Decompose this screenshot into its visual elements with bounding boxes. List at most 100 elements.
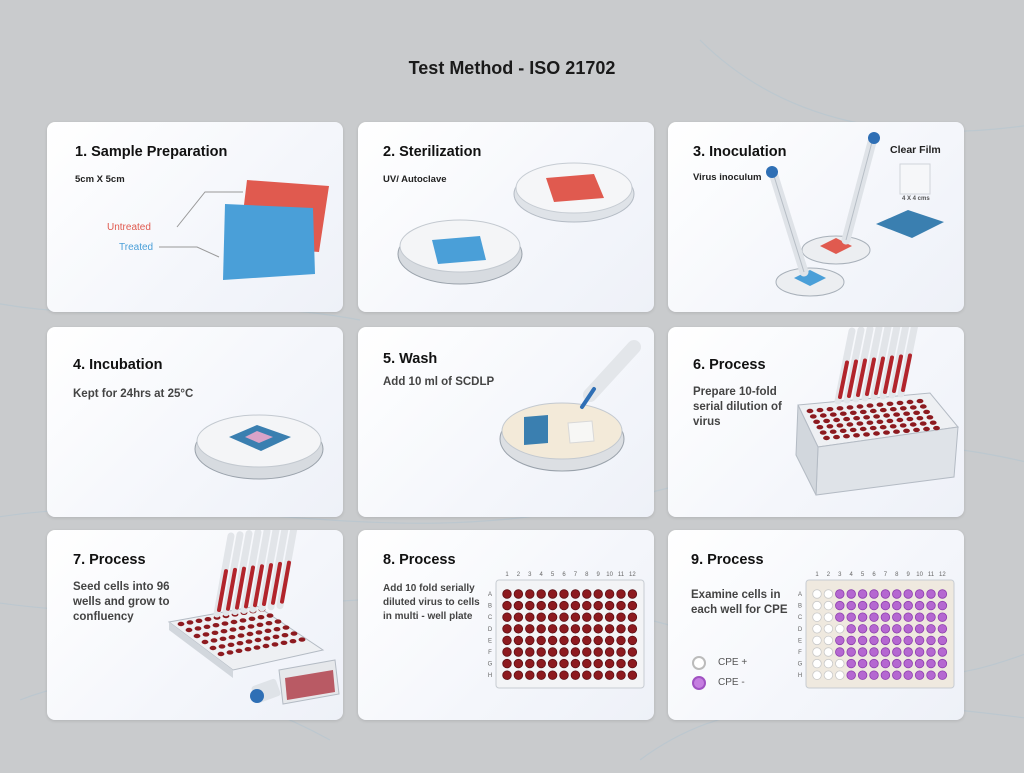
well — [525, 658, 535, 669]
well — [886, 401, 894, 406]
well — [823, 435, 830, 441]
well — [502, 635, 512, 646]
well — [906, 399, 914, 405]
well — [926, 612, 936, 622]
well — [926, 589, 936, 599]
well — [582, 647, 592, 657]
well — [879, 425, 887, 430]
well — [217, 651, 225, 657]
well — [857, 624, 868, 634]
well — [809, 414, 817, 419]
row-label: D — [798, 627, 803, 633]
pipette-liquid — [253, 564, 264, 608]
column-label: 6 — [562, 572, 566, 578]
well — [627, 647, 638, 657]
well — [892, 635, 902, 646]
well — [627, 612, 638, 622]
well — [195, 618, 203, 623]
well — [876, 419, 884, 424]
well — [570, 670, 581, 680]
well — [616, 658, 626, 669]
well — [582, 670, 592, 680]
step-card-5: 5. Wash Add 10 ml of SCDLP — [358, 327, 654, 517]
well — [582, 612, 592, 622]
well — [846, 670, 856, 680]
well — [536, 600, 546, 611]
well — [937, 624, 948, 634]
well — [218, 644, 226, 649]
well — [502, 647, 512, 657]
well — [186, 620, 194, 625]
step-card-2: 2. Sterilization UV/ Autoclave — [358, 122, 654, 312]
well — [582, 635, 592, 646]
well — [880, 624, 891, 634]
column-label: 11 — [618, 572, 625, 578]
well — [903, 428, 910, 433]
well — [909, 422, 917, 427]
well — [559, 589, 569, 599]
pipette-icon — [580, 340, 641, 409]
well — [570, 612, 581, 622]
well — [559, 658, 569, 669]
well — [244, 647, 252, 652]
well — [880, 658, 891, 669]
well — [525, 624, 535, 634]
well — [239, 618, 247, 623]
row-label: A — [488, 592, 492, 598]
pipette-liquid — [244, 565, 255, 609]
well — [559, 612, 569, 622]
well — [547, 624, 558, 634]
petri-dishes-illustration — [397, 162, 635, 285]
well — [846, 405, 854, 410]
well — [857, 612, 868, 622]
well — [903, 612, 913, 622]
petri-dish-front — [397, 219, 523, 285]
well — [627, 589, 638, 599]
well — [859, 409, 867, 415]
row-label: H — [488, 673, 492, 679]
well — [247, 624, 255, 629]
pipette-liquid — [262, 563, 273, 606]
well — [846, 612, 856, 622]
well — [812, 589, 822, 599]
well — [265, 621, 273, 626]
well — [525, 647, 535, 657]
well — [835, 589, 845, 599]
well — [502, 658, 512, 669]
well — [204, 617, 212, 622]
well — [559, 670, 569, 680]
well — [570, 589, 581, 599]
well — [859, 426, 867, 432]
step-title: 9. Process — [691, 552, 764, 568]
well — [926, 415, 934, 420]
well — [536, 658, 546, 669]
well — [914, 612, 925, 622]
row-label: G — [798, 662, 803, 668]
well — [836, 406, 844, 411]
well — [272, 634, 280, 639]
well — [846, 658, 856, 669]
well — [201, 639, 209, 645]
well — [869, 612, 879, 622]
well — [926, 624, 936, 634]
well — [869, 589, 879, 599]
well — [593, 647, 603, 657]
well — [226, 650, 234, 655]
well — [502, 589, 512, 599]
row-label: C — [798, 615, 803, 621]
well — [835, 658, 845, 669]
step-description: Add 10 fold serially diluted virus to ce… — [383, 583, 480, 622]
well — [616, 647, 626, 657]
petri-dish-back — [513, 162, 635, 223]
well — [849, 427, 857, 433]
well — [202, 632, 210, 637]
row-label: A — [798, 592, 802, 598]
well — [863, 415, 870, 420]
well — [857, 647, 868, 657]
well — [616, 612, 626, 622]
well — [880, 670, 891, 680]
well — [547, 670, 558, 680]
well — [879, 407, 887, 413]
well — [892, 670, 902, 680]
well — [185, 627, 193, 633]
